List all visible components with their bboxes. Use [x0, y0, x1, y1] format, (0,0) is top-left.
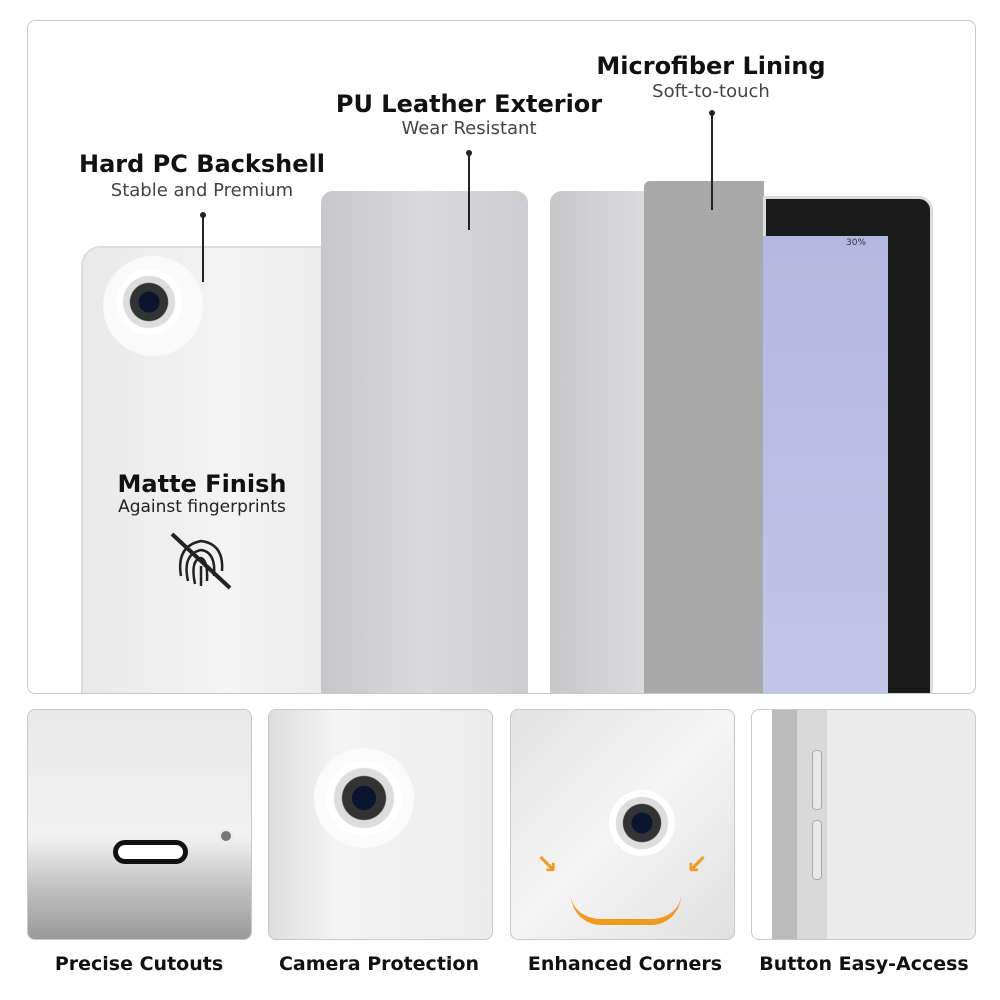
backshell-title: Hard PC Backshell [79, 150, 325, 178]
caption-camera: Camera Protection [278, 953, 479, 975]
pointer-line [711, 112, 713, 210]
caption-buttons: Button Easy-Access [759, 953, 969, 975]
tablet-screen [763, 236, 888, 693]
main-product-panel: 30% [27, 20, 976, 694]
caption-corners: Enhanced Corners [527, 953, 723, 975]
microfiber-sub: Soft-to-touch [652, 81, 770, 102]
detail-buttons [751, 709, 976, 940]
microfiber-title: Microfiber Lining [596, 52, 826, 80]
detail-corners: ↘ ↙ [510, 709, 735, 940]
detail-cutouts [27, 709, 252, 940]
microfiber-flap [644, 181, 764, 693]
usb-c-port [113, 840, 188, 864]
matte-sub: Against fingerprints [118, 497, 286, 517]
detail-camera [268, 709, 493, 940]
camera-icon [326, 760, 402, 836]
no-fingerprint-icon [170, 532, 232, 590]
arrow-icon: ↘ [536, 850, 558, 880]
pu-sub: Wear Resistant [401, 118, 537, 139]
side-button [812, 820, 822, 880]
arrow-icon: ↙ [686, 850, 708, 880]
curved-arrow-icon [571, 895, 681, 925]
cover-panel-1 [321, 191, 528, 693]
cover-panel-2 [550, 191, 650, 693]
pointer-line [202, 214, 204, 282]
camera-icon [609, 790, 675, 856]
side-button [812, 750, 822, 810]
pu-title: PU Leather Exterior [335, 90, 603, 118]
caption-cutouts: Precise Cutouts [54, 953, 224, 975]
mic-hole [218, 828, 234, 844]
matte-title: Matte Finish [117, 470, 287, 498]
pointer-line [468, 152, 470, 230]
backshell-sub: Stable and Premium [110, 180, 294, 201]
camera-icon [116, 269, 182, 335]
status-battery: 30% [846, 238, 867, 248]
